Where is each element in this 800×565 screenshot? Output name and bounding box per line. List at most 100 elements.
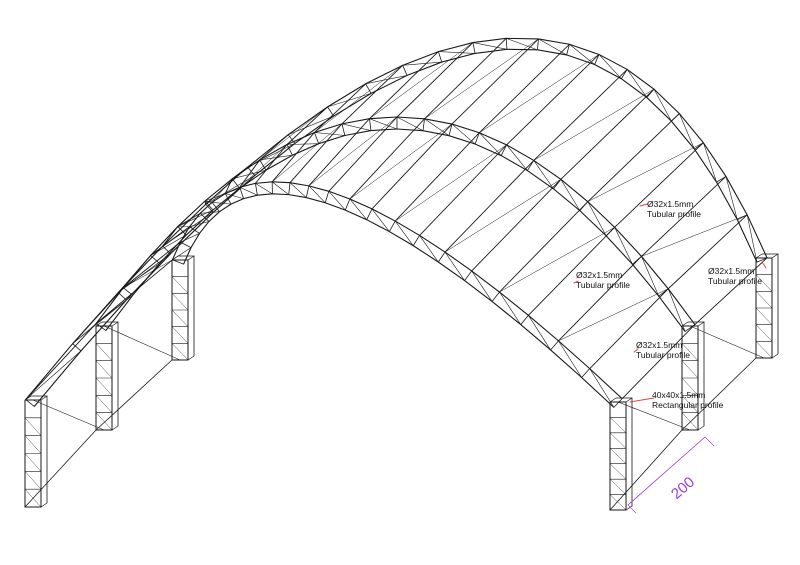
leader-line	[761, 261, 767, 269]
purlin	[587, 113, 680, 203]
purlin	[560, 88, 655, 180]
arch-web-diagonal	[247, 143, 296, 168]
annotation-size: Ø32x1.5mm	[576, 270, 623, 280]
purlin	[589, 288, 669, 370]
roof-brace	[558, 288, 669, 342]
roof-brace	[641, 214, 748, 257]
leader-line	[633, 348, 639, 353]
post-back-left-brace	[24, 435, 42, 454]
arch-web-diagonal	[587, 201, 607, 237]
arch-web-vertical	[422, 118, 425, 132]
arch-web-vertical	[366, 208, 373, 221]
arch-web-vertical	[305, 185, 310, 198]
arch-web-diagonal	[438, 51, 476, 54]
arch-web-vertical	[255, 182, 258, 196]
arch-web-diagonal	[369, 118, 398, 130]
post-front-left-edge	[171, 255, 179, 261]
post-front-left-edge	[187, 355, 195, 361]
post-back-right-brace	[755, 274, 773, 292]
arch-web-diagonal	[598, 54, 622, 80]
wall-brace	[103, 325, 181, 361]
arch-web-vertical	[369, 118, 372, 131]
arch-web-vertical	[566, 43, 570, 56]
post-back-right-edge	[771, 253, 779, 259]
post-front-left-brace	[171, 343, 189, 361]
arch-web-vertical	[412, 235, 420, 247]
arch-outer-chord	[171, 181, 623, 400]
wall-brace	[689, 325, 765, 359]
roof-brace	[444, 179, 562, 253]
purlin	[621, 324, 696, 400]
arch-web-vertical	[613, 398, 623, 408]
leader-line	[629, 397, 655, 403]
purlin	[424, 37, 507, 120]
arch-web-diagonal	[506, 144, 528, 171]
post-back-right-edge	[755, 253, 763, 259]
post-front-left-brace	[171, 293, 189, 311]
arch-web-vertical	[327, 106, 335, 117]
annotation-profile: Rectangular profile	[652, 400, 724, 410]
roof-brace	[314, 65, 403, 133]
arch-web-diagonal	[560, 179, 581, 211]
purlin	[259, 134, 289, 161]
roof-brace	[259, 106, 328, 161]
post-mid-left-edge	[95, 321, 103, 327]
post-front-left-brace	[171, 276, 189, 294]
dimension-ext	[627, 504, 637, 514]
post-front-right-edge	[625, 505, 633, 511]
arch-web-vertical	[259, 159, 267, 171]
arch-web-vertical	[520, 314, 529, 325]
arch-web-vertical	[464, 270, 473, 282]
arch-web-diagonal	[614, 227, 633, 265]
post-back-right-brace	[755, 291, 773, 309]
arch-web-vertical	[204, 200, 214, 211]
purlin	[204, 200, 207, 205]
arch-web-vertical	[287, 134, 296, 144]
roof-brace	[204, 166, 248, 202]
arch-web-diagonal	[394, 220, 414, 246]
purlin	[254, 144, 288, 184]
roof-brace	[424, 38, 539, 120]
annotation-size: Ø32x1.5mm	[647, 199, 694, 209]
purlin	[478, 43, 570, 134]
arch-web-diagonal	[424, 118, 450, 136]
post-mid-left-brace	[95, 395, 113, 413]
arch-web-vertical	[594, 54, 600, 65]
arch-web-diagonal	[72, 299, 127, 344]
arch-web-diagonal	[558, 340, 582, 378]
post-front-left-edge	[187, 255, 195, 261]
purlin	[286, 106, 329, 145]
arch-web-diagonal	[25, 350, 82, 400]
purlin	[117, 255, 152, 294]
arch-web-diagonal	[589, 368, 615, 408]
arch-web-vertical	[288, 182, 291, 196]
post-mid-right-brace	[681, 395, 699, 413]
wall-brace	[617, 401, 691, 431]
arch-web-diagonal	[538, 38, 567, 56]
arch-web-diagonal	[177, 209, 214, 227]
arch-web-diagonal	[396, 116, 424, 131]
post-mid-right-brace	[681, 412, 699, 431]
arch-web-vertical	[472, 42, 476, 54]
arch-web-vertical	[314, 132, 320, 145]
arch-web-vertical	[239, 186, 244, 200]
arch-web-diagonal	[224, 193, 244, 199]
arch-web-diagonal	[419, 235, 439, 263]
arch-web-vertical	[537, 38, 539, 51]
arch-web-diagonal	[444, 251, 465, 281]
post-mid-left-brace	[95, 377, 113, 396]
purlin	[471, 178, 562, 272]
arch-web-diagonal	[472, 42, 508, 50]
annotation-profile: Tubular profile	[708, 276, 763, 286]
arch-web-vertical	[448, 123, 453, 137]
annotation-profile: Tubular profile	[636, 350, 691, 360]
arch-web-diagonal	[569, 43, 595, 65]
post-mid-right-edge	[681, 321, 689, 327]
roof-brace	[150, 245, 163, 256]
arch-web-diagonal	[328, 190, 346, 211]
post-front-right-brace	[609, 448, 627, 464]
purlin	[271, 132, 315, 183]
dimension-ext	[704, 436, 715, 447]
arch-web-vertical	[72, 343, 82, 352]
